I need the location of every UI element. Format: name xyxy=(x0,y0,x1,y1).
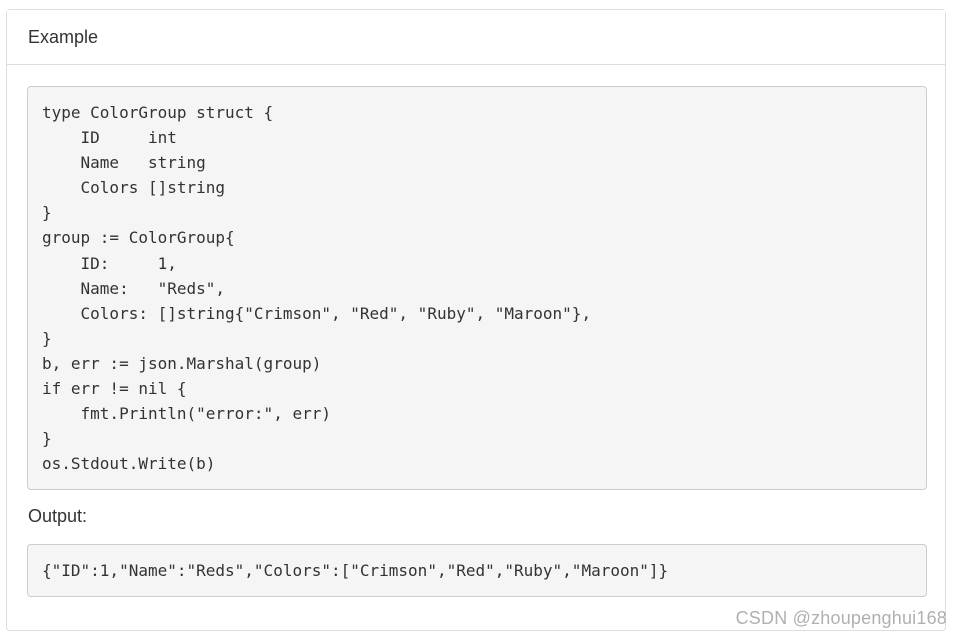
code-line: ID int xyxy=(42,128,177,148)
code-line: ID: 1, xyxy=(42,253,177,273)
code-line: type ColorGroup struct { xyxy=(42,103,274,122)
code-line: b, err := json.Marshal(group) xyxy=(42,353,322,373)
code-line: } xyxy=(42,429,52,449)
csdn-watermark: CSDN @zhoupenghui168 xyxy=(735,608,947,628)
panel-title: Example xyxy=(28,26,99,47)
output-label: Output: xyxy=(28,506,88,526)
code-line: if err != nil { xyxy=(42,379,187,399)
code-line: Name string xyxy=(42,153,206,173)
panel-heading: Example xyxy=(7,10,945,65)
code-block[interactable]: type ColorGroup struct { ID int Name str… xyxy=(27,86,927,490)
code-line: } xyxy=(42,203,52,223)
code-line: group := ColorGroup{ xyxy=(42,228,235,248)
example-panel: Example type ColorGroup struct { ID int … xyxy=(6,9,946,631)
code-line: os.Stdout.Write(b) xyxy=(42,454,216,474)
code-line: Name: "Reds", xyxy=(42,278,226,298)
code-line: fmt.Println("error:", err) xyxy=(42,404,331,424)
output-block[interactable]: {"ID":1,"Name":"Reds","Colors":["Crimson… xyxy=(27,544,927,597)
code-line: } xyxy=(42,328,52,348)
code-line: Colors []string xyxy=(42,178,226,198)
code-line: Colors: []string{"Crimson", "Red", "Ruby… xyxy=(42,303,592,323)
output-value: {"ID":1,"Name":"Reds","Colors":["Crimson… xyxy=(42,561,669,580)
